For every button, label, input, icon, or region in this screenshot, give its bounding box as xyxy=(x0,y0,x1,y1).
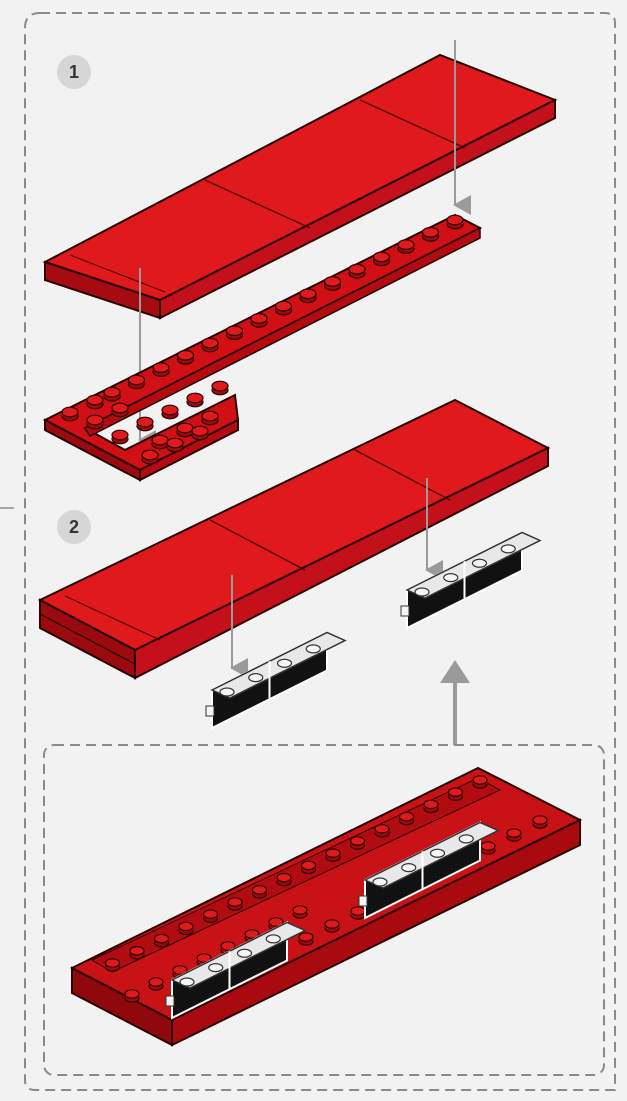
stud xyxy=(449,788,463,800)
stud xyxy=(192,426,208,440)
stud xyxy=(153,363,169,377)
stud xyxy=(326,849,340,861)
stud xyxy=(202,411,218,425)
black-bracket-brick xyxy=(401,533,540,629)
stud xyxy=(87,395,103,409)
stud xyxy=(227,326,243,340)
step-number-badge: 1 xyxy=(57,55,91,89)
stud xyxy=(398,240,414,254)
stud xyxy=(325,920,339,932)
stud xyxy=(424,800,438,812)
stud xyxy=(212,381,228,395)
stud xyxy=(125,990,139,1002)
up-arrow-head xyxy=(440,660,470,683)
stud xyxy=(149,978,163,990)
stud xyxy=(447,215,463,229)
stud xyxy=(187,393,203,407)
stud xyxy=(106,959,120,971)
stud xyxy=(253,886,267,898)
stud xyxy=(202,338,218,352)
subassembly-base xyxy=(72,768,580,1045)
stud xyxy=(507,829,521,841)
stud xyxy=(276,301,292,315)
stud xyxy=(167,438,183,452)
stud xyxy=(349,264,365,278)
stud xyxy=(277,873,291,885)
stud xyxy=(302,861,316,873)
stud xyxy=(400,812,414,824)
stud xyxy=(152,435,168,449)
stud xyxy=(293,906,307,918)
stud xyxy=(299,933,313,945)
stud xyxy=(112,403,128,417)
stud xyxy=(112,430,128,444)
stud xyxy=(130,947,144,959)
stud xyxy=(142,450,158,464)
stud xyxy=(300,289,316,303)
stud xyxy=(204,910,218,922)
stud xyxy=(228,898,242,910)
stud xyxy=(62,407,78,421)
stud xyxy=(251,314,267,328)
stud xyxy=(351,907,365,919)
stud xyxy=(473,776,487,788)
stud xyxy=(351,837,365,849)
stud xyxy=(87,415,103,429)
stud xyxy=(137,417,153,431)
stud xyxy=(325,277,341,291)
stud xyxy=(375,825,389,837)
stud xyxy=(162,405,178,419)
stud xyxy=(533,816,547,828)
stud xyxy=(129,375,145,389)
stud xyxy=(178,351,194,365)
stud xyxy=(155,934,169,946)
stud xyxy=(177,423,193,437)
stud xyxy=(481,842,495,854)
stud xyxy=(179,922,193,934)
black-bracket-brick xyxy=(206,633,345,729)
stud xyxy=(374,252,390,266)
long-tile-plate-step1 xyxy=(45,55,555,318)
step-number-badge: 2 xyxy=(57,510,91,544)
stud xyxy=(423,228,439,242)
stud xyxy=(104,387,120,401)
